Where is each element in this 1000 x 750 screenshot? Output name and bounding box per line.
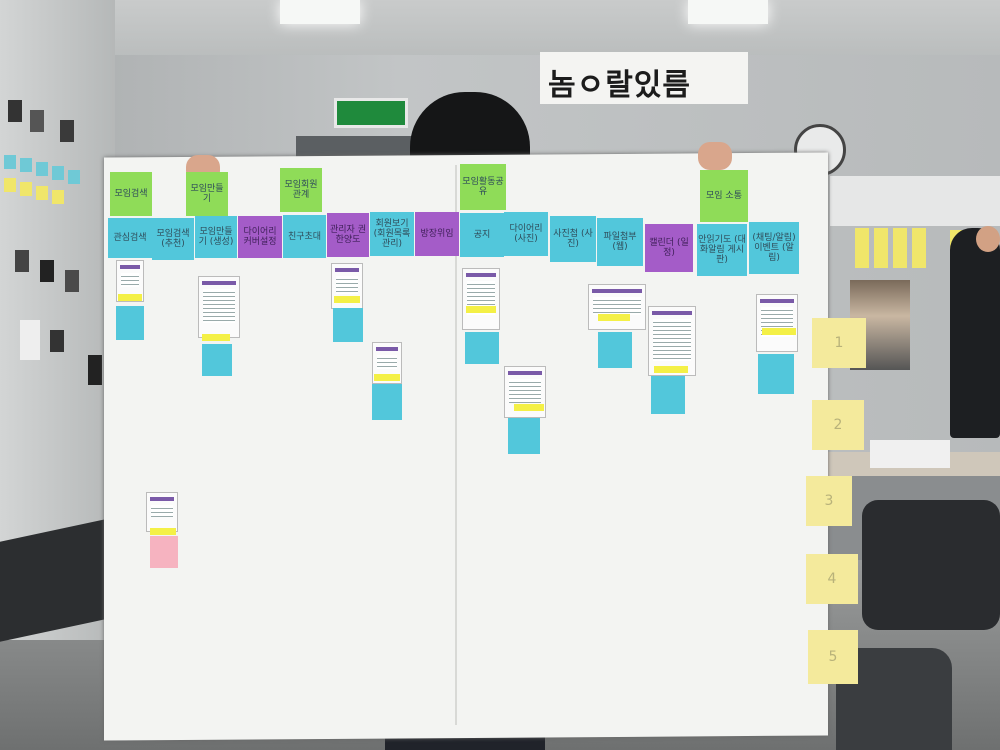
screen-tag <box>374 374 400 381</box>
wall-poster <box>65 270 79 292</box>
wall-poster <box>88 355 102 385</box>
category-note: 모임검색 <box>110 172 152 216</box>
screen-printout <box>462 268 500 330</box>
screen-tag <box>150 528 176 535</box>
feature-note: 공지 <box>460 213 504 257</box>
screen-tag <box>202 334 230 341</box>
detail-note <box>508 418 540 454</box>
screen-tag <box>654 366 688 373</box>
screen-printout <box>146 492 178 532</box>
office-chair <box>862 500 1000 630</box>
papers <box>870 440 950 468</box>
detail-note <box>150 536 178 568</box>
detail-note <box>333 308 363 342</box>
screen-printout <box>198 276 240 338</box>
detail-note <box>758 354 794 394</box>
feature-note: 파일첨부 (웹) <box>597 218 643 266</box>
feature-note: 방장위임 <box>415 212 459 256</box>
wall-note <box>20 182 32 196</box>
category-note: 모임 소통 <box>700 170 748 222</box>
ceiling-light <box>688 0 768 24</box>
wall-note <box>893 228 907 268</box>
screen-printout <box>648 306 696 376</box>
side-whiteboard <box>830 176 1000 226</box>
wall-note <box>855 228 869 268</box>
feature-note: 친구초대 <box>283 215 326 258</box>
feature-note: 사진첩 (사진) <box>550 216 596 262</box>
wall-poster <box>30 110 44 132</box>
background-person-face <box>976 226 1000 252</box>
wall-poster <box>8 100 22 122</box>
side-note: 4 <box>806 554 858 604</box>
exit-sign <box>334 98 408 128</box>
wall-note <box>20 158 32 172</box>
detail-note <box>116 306 144 340</box>
feature-note: 모임검색 (추천) <box>152 218 194 260</box>
wall-note <box>52 190 64 204</box>
wall-note <box>874 228 888 268</box>
wall-note <box>36 162 48 176</box>
detail-note <box>598 332 632 368</box>
wall-note <box>4 178 16 192</box>
detail-note <box>651 376 685 414</box>
ceiling <box>0 0 1000 60</box>
screen-tag <box>118 294 142 301</box>
screen-tag <box>466 306 496 313</box>
feature-note: 안읽기도 (대화알림 게시판) <box>697 224 747 276</box>
feature-note: (채팅/알림) 이벤트 (알림) <box>749 222 799 274</box>
ceiling-light <box>280 0 360 24</box>
side-note: 1 <box>812 318 866 368</box>
feature-note: 관심검색 <box>108 218 152 258</box>
category-note: 모임활동공유 <box>460 164 506 210</box>
wall-poster <box>60 120 74 142</box>
wall-note <box>4 155 16 169</box>
screen-tag <box>514 404 544 411</box>
feature-note: 다이어리 커버설정 <box>238 216 282 258</box>
category-note: 모임만들기 <box>186 172 228 216</box>
banner <box>540 52 748 104</box>
screen-printout <box>756 294 798 352</box>
feature-note: 캘린더 (일정) <box>645 224 693 272</box>
screen-tag <box>762 328 796 335</box>
side-note: 2 <box>812 400 864 450</box>
feature-note: 회원보기 (회원목록 관리) <box>370 212 414 256</box>
wall-note <box>36 186 48 200</box>
detail-note <box>372 384 402 420</box>
background-person <box>950 228 1000 438</box>
screen-tag <box>598 314 630 321</box>
detail-note <box>465 332 499 364</box>
side-note: 5 <box>808 630 858 684</box>
banner-text: 놈ㅇ랄있름 <box>548 68 691 103</box>
wall-poster <box>20 320 40 360</box>
side-note: 3 <box>806 476 852 526</box>
wall-poster <box>50 330 64 352</box>
board-seam <box>455 165 457 725</box>
screen-tag <box>334 296 360 303</box>
wall-poster <box>40 260 54 282</box>
wall-note <box>912 228 926 268</box>
feature-note: 관리자 권한양도 <box>327 213 369 257</box>
wall-note <box>68 170 80 184</box>
wall-poster <box>15 250 29 272</box>
right-hand <box>698 142 732 170</box>
detail-note <box>202 344 232 376</box>
wall-note <box>52 166 64 180</box>
screen-printout <box>588 284 646 330</box>
feature-note: 다이어리 (사진) <box>504 212 548 256</box>
feature-note: 모임만들기 (생성) <box>195 216 237 258</box>
category-note: 모임회원관계 <box>280 168 322 212</box>
